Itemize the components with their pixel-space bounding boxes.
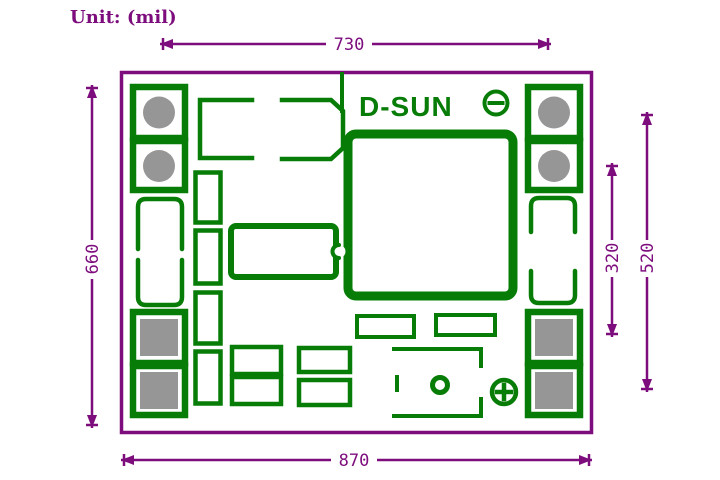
square-pad (535, 319, 573, 356)
unit-label: Unit: (mil) (70, 7, 177, 28)
capacitor-outline-top (197, 72, 346, 162)
inductor-outline (343, 129, 518, 301)
hole-pad (143, 150, 175, 182)
dimension-top-width: 730 (160, 35, 551, 55)
passive-column (193, 170, 223, 406)
dimension-left-height: 660 (83, 85, 103, 428)
dimension-bottom-width-value: 870 (339, 451, 370, 471)
plus-circle-icon (489, 377, 519, 407)
hole-pad (538, 150, 570, 182)
pad-group-top-right (524, 83, 584, 194)
passive-pairs-bottom (229, 344, 353, 408)
ic-outline (228, 223, 346, 280)
trimmer-screw-hole (430, 375, 450, 395)
capacitor-outline-left (135, 196, 185, 308)
minus-circle-icon (482, 89, 510, 117)
dimension-right-inner-height: 320 (603, 163, 623, 337)
dimension-top-width-value: 730 (334, 35, 365, 55)
dimension-left-height-value: 660 (83, 244, 103, 275)
brand-label: D-SUN (359, 91, 453, 122)
capacitor-outline-right (528, 195, 578, 306)
ic-notch (330, 243, 341, 260)
pad-group-top-left (129, 83, 189, 194)
pcb-board-outline (119, 70, 594, 435)
trimmer-pot-outline (392, 347, 483, 418)
dimension-right-outer-value: 520 (638, 243, 658, 274)
hole-pad (143, 96, 175, 129)
square-pad (535, 372, 573, 409)
dimension-right-inner-value: 320 (603, 243, 623, 274)
dimension-bottom-width: 870 (121, 451, 592, 471)
pad-group-bottom-right (524, 308, 584, 419)
hole-pad (538, 96, 570, 129)
dimension-right-outer-height: 520 (638, 112, 658, 392)
square-pad (140, 319, 178, 356)
square-pad (140, 372, 178, 409)
passives-under-inductor (355, 313, 497, 339)
pad-group-bottom-left (129, 308, 189, 419)
